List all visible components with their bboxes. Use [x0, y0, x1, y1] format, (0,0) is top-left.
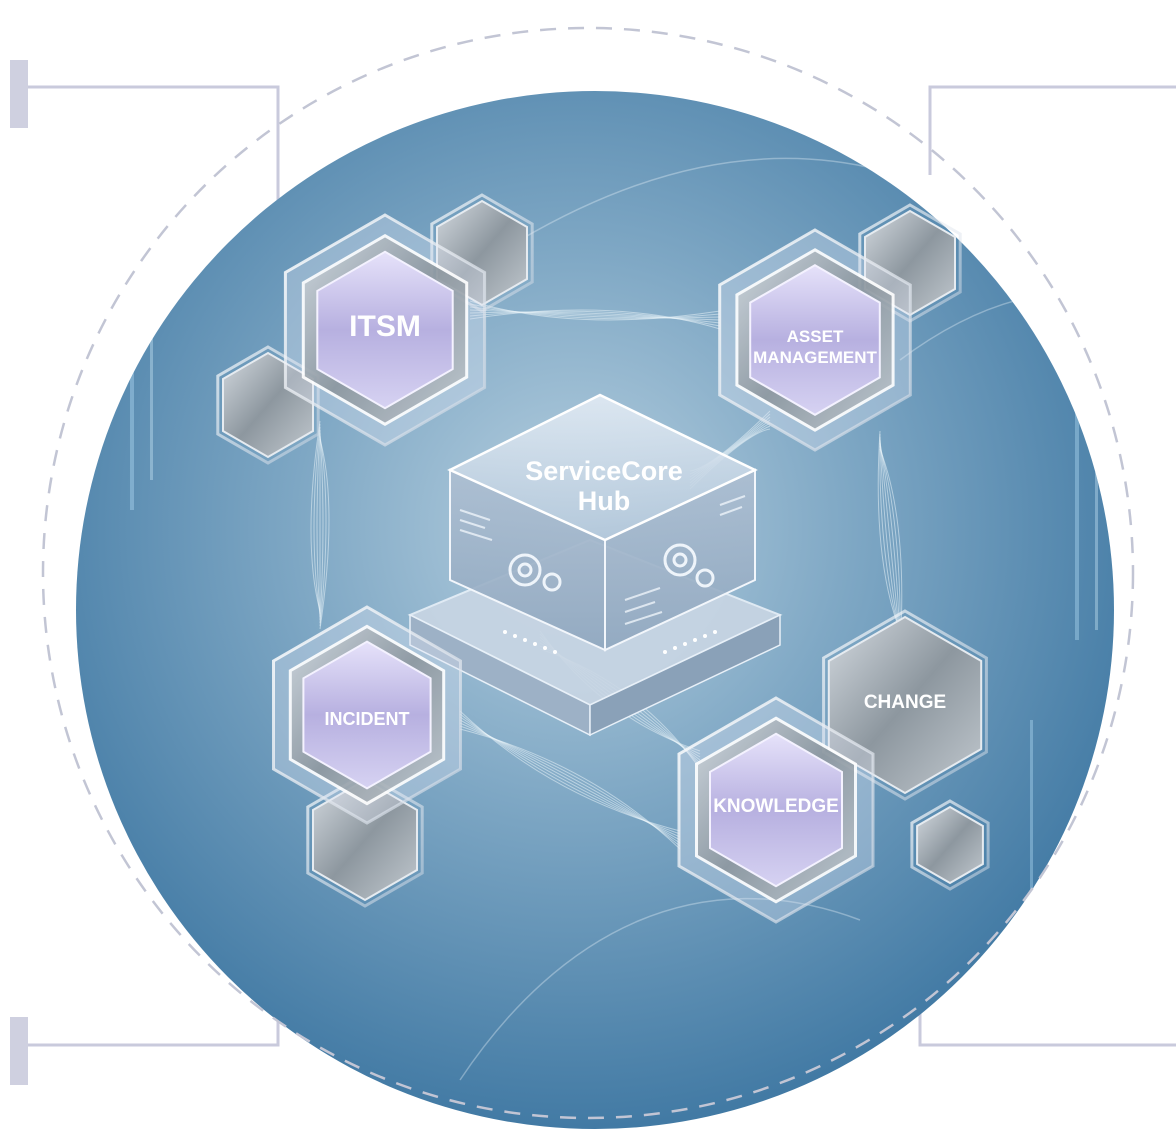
metal-hex-rim — [822, 609, 988, 801]
connector-line — [469, 309, 721, 330]
connector-line — [469, 306, 721, 319]
metal-hex — [916, 805, 984, 885]
module-hex-glass — [302, 640, 432, 790]
connector-line — [459, 728, 681, 850]
asset-management-label-line2: MANAGEMENT — [753, 348, 877, 367]
connector-line — [469, 300, 721, 321]
gear-icon — [508, 543, 715, 592]
connector-line — [469, 310, 721, 327]
connector-line — [319, 432, 324, 624]
incident-label: INCIDENT — [325, 709, 410, 729]
connector-line — [879, 445, 901, 647]
connector-line — [469, 309, 721, 321]
module-hex-glass — [749, 264, 881, 416]
status-lights — [503, 630, 717, 654]
hub-base-side-right — [589, 613, 781, 737]
metal-hex-rim — [910, 799, 990, 891]
panel-text-lines — [459, 495, 746, 625]
connector-line — [879, 442, 901, 644]
connector-line — [313, 423, 321, 615]
knowledge-label: KNOWLEDGE — [713, 796, 839, 817]
servicecore-hub[interactable]: ServiceCore Hub — [407, 393, 783, 737]
connector-line — [879, 433, 901, 635]
metal-hex-rim — [430, 193, 534, 313]
hub-top — [447, 393, 758, 542]
metal-hex-rim — [306, 772, 424, 908]
connector-line — [310, 420, 321, 612]
dashed-ring — [41, 26, 1135, 1120]
connector-lines — [310, 300, 903, 850]
connector-line — [319, 438, 330, 630]
module-hexes — [272, 213, 912, 924]
change-label: CHANGE — [864, 692, 946, 713]
connector-line — [877, 430, 901, 632]
hub-title-line1: ServiceCore — [525, 456, 683, 486]
hub-title-line2: Hub — [578, 486, 630, 516]
asset-management-label-line1: ASSET — [787, 327, 844, 346]
connector-line — [319, 435, 327, 627]
connector-line — [316, 426, 321, 618]
module-hex-glass — [316, 250, 454, 410]
connector-line — [469, 303, 721, 320]
module-hex-glass — [709, 732, 843, 888]
connector-line — [469, 311, 721, 324]
module-labels: ITSM ASSET MANAGEMENT INCIDENT CHANGE KN… — [325, 310, 947, 817]
itsm-label: ITSM — [349, 310, 421, 343]
